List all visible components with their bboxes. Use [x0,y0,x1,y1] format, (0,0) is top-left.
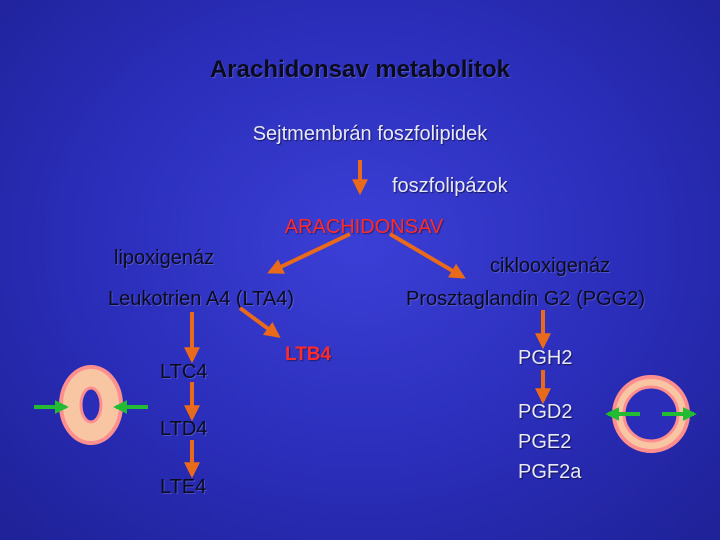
ltb4-label: LTB4 [285,344,332,365]
lte4-label: LTE4 [160,476,207,498]
vessel-constricted-icon [34,365,148,445]
arrow-to-lipoxygenase-branch [267,232,351,274]
pge2-label: PGE2 [518,431,572,453]
membrane-phospholipids-label: Sejtmembrán foszfolipidek [252,123,488,145]
pgf2a-label: PGF2a [518,461,582,483]
pgd2-label: PGD2 [518,401,573,423]
pgg2-label: Prosztaglandin G2 (PGG2) [406,288,645,310]
ltc4-label: LTC4 [160,361,208,383]
ltd4-label: LTD4 [160,418,208,440]
vessel-dilated-icon [605,375,697,453]
phospholipase-label: foszfolipázok [392,175,508,197]
arrow-to-cyclooxygenase-branch [388,232,466,279]
lipoxygenase-label: lipoxigenáz [114,247,215,269]
page-title: Arachidonsav metabolitok [209,56,511,83]
cyclooxygenase-label: ciklooxigenáz [490,255,611,277]
arrow-lta4-to-ltb4 [238,306,281,338]
arachidonic-acid-label: ARACHIDONSAV [284,216,444,238]
pgh2-label: PGH2 [518,347,573,369]
lta4-label: Leukotrien A4 (LTA4) [108,288,295,310]
